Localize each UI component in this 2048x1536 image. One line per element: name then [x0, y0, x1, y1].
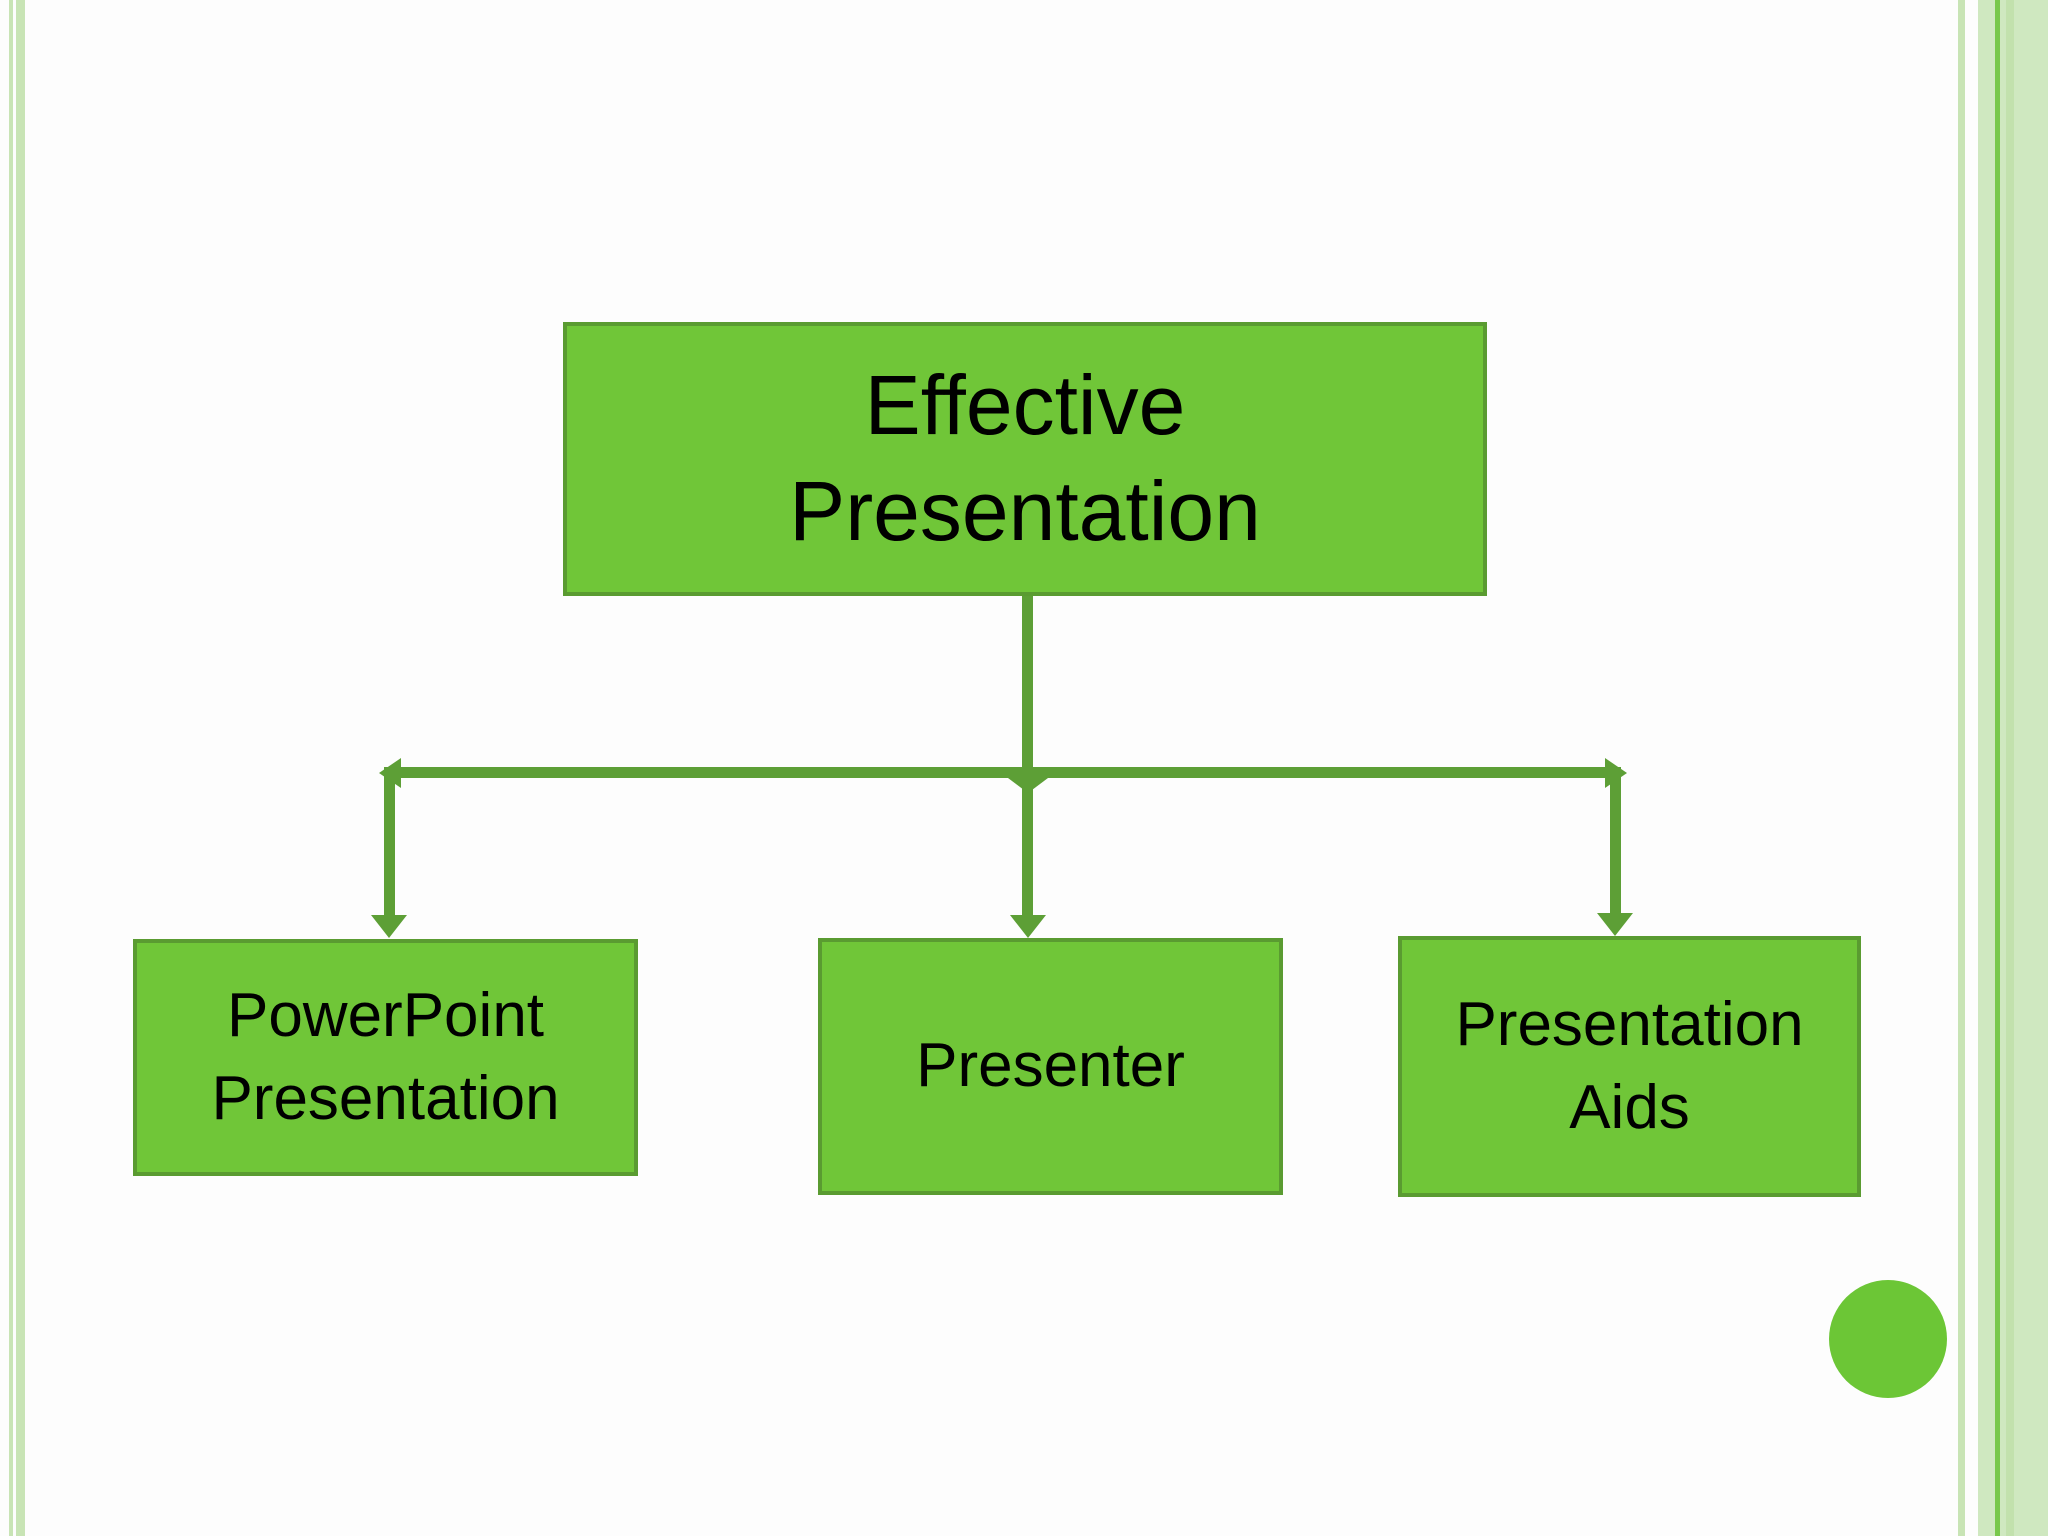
arrowhead-down-left-icon	[371, 915, 407, 938]
root-node-effective-presentation: Effective Presentation	[563, 322, 1487, 596]
connector-horizontal-bar	[392, 767, 1615, 778]
arrowhead-left-icon	[379, 758, 401, 788]
arrowhead-down-center-icon	[1010, 915, 1046, 938]
arrowhead-down-right-icon	[1597, 913, 1633, 936]
child-node-label: Presenter	[916, 1031, 1185, 1101]
left-border-stripe-wide	[16, 0, 25, 1536]
corner-circle-decoration	[1829, 1280, 1947, 1398]
connector-center-drop	[1022, 767, 1033, 919]
right-border-stripe-medium	[2006, 0, 2014, 1536]
child-node-label: PowerPoint Presentation	[211, 981, 560, 1133]
child-node-presentation-aids: Presentation Aids	[1398, 936, 1861, 1197]
junction-notch-icon	[1008, 778, 1048, 793]
arrowhead-right-icon	[1605, 758, 1627, 788]
left-border-stripe-thin	[9, 0, 13, 1536]
right-border-accent-line	[1995, 0, 2000, 1536]
right-border-stripe	[1958, 0, 1965, 1536]
root-node-label: Effective Presentation	[789, 358, 1261, 558]
child-node-powerpoint-presentation: PowerPoint Presentation	[133, 939, 638, 1176]
child-node-presenter: Presenter	[818, 938, 1283, 1195]
child-node-label: Presentation Aids	[1455, 990, 1804, 1142]
connector-root-vertical	[1022, 594, 1033, 770]
connector-left-drop	[384, 767, 395, 919]
connector-right-drop	[1610, 767, 1621, 919]
